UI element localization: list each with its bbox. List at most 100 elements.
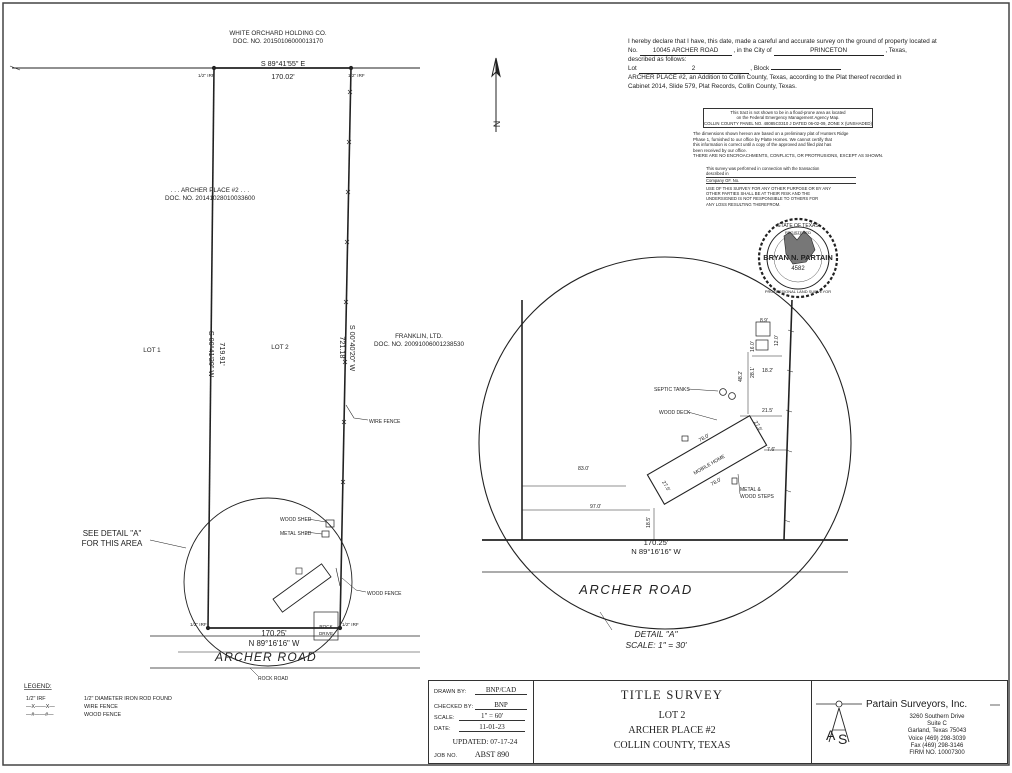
dim-12: 12.0' xyxy=(774,335,780,346)
dim-78b: 78.0' xyxy=(710,477,723,488)
rock-road-label: ROCK ROAD xyxy=(258,676,289,682)
job-no-label: JOB NO. xyxy=(434,753,458,759)
firm-address-2: Suite C xyxy=(927,721,947,728)
wire-fence-marks xyxy=(340,89,353,485)
title-block-center: TITLE SURVEY LOT 2 ARCHER PLACE #2 COLLI… xyxy=(533,681,812,763)
wood-deck-shape xyxy=(681,435,689,442)
north-bearing: S 89°41'55" E xyxy=(261,59,306,68)
legend-desc-irf: 1/2" DIAMETER IRON ROD FOUND xyxy=(84,696,172,702)
cert-legal-2: Cabinet 2014, Slide 579, Plat Records, C… xyxy=(628,82,797,90)
detail-circle xyxy=(478,256,852,630)
notes-line-3: this information is correct until a copy… xyxy=(693,142,832,148)
seal-side-text: REGISTERED xyxy=(785,230,811,235)
dim-27a: 27.5' xyxy=(660,480,671,493)
steps-shape xyxy=(731,477,738,485)
use-line-4: USE OF THIS SURVEY FOR ANY OTHER PURPOSE… xyxy=(706,185,832,191)
plan-road-name: ARCHER ROAD xyxy=(214,650,317,664)
lot1-label: LOT 1 xyxy=(143,347,161,354)
use-line-1: This survey was performed in connection … xyxy=(706,166,820,171)
legend-symbol-irf: 1/2" IRF xyxy=(26,696,46,702)
flood-note-box: This tract is not shown to be in a flood… xyxy=(703,108,873,129)
east-bearing: S 00°40'20" W xyxy=(348,325,357,372)
legend-desc-wood: WOOD FENCE xyxy=(84,712,122,718)
svg-text:A: A xyxy=(826,727,836,743)
detail-a xyxy=(478,256,852,631)
plat-notes: The dimensions shown hereon are based on… xyxy=(693,131,889,159)
seal-bottom-text: PROFESSIONAL LAND SURVEYOR xyxy=(765,289,831,294)
south-bearing: N 89°16'16" W xyxy=(249,639,300,648)
detail-caption-scale: SCALE: 1" = 30' xyxy=(625,640,686,650)
septic-label: SEPTIC TANKS xyxy=(654,387,690,393)
flood-line-1: This tract is not shown to be in a flood… xyxy=(730,110,846,115)
notes-line-1: The dimensions shown hereon are based on… xyxy=(693,131,849,136)
drawn-by-value: BNP/CAD xyxy=(475,686,527,695)
flood-line-2: on the Federal Emergency Management Agen… xyxy=(736,115,840,121)
east-distance: 721.18' xyxy=(338,336,347,360)
cert-no-prefix: No. xyxy=(628,46,638,54)
checked-by-value: BNP xyxy=(475,701,527,710)
detail-road-name: ARCHER ROAD xyxy=(578,582,693,597)
surveyor-seal: BRYAN N. PARTAIN 4582 STATE OF TEXAS PRO… xyxy=(757,217,839,299)
date-label: DATE: xyxy=(434,726,451,732)
north-distance: 170.02' xyxy=(271,72,295,81)
title-block-firm: Partain Surveyors, Inc. 3260 Southern Dr… xyxy=(811,681,1007,763)
septic-tank-1 xyxy=(719,388,727,396)
cert-state: , Texas, xyxy=(885,46,907,54)
partain-logo-icon: A S xyxy=(816,700,1000,747)
dim-27b: 27.5' xyxy=(752,420,763,433)
north-owner-doc: DOC. NO. 20150106000013170 xyxy=(233,38,323,45)
job-no-value: ABST 890 xyxy=(474,750,510,759)
legend-symbol-wood: —#——#— xyxy=(26,712,54,718)
dim-83: 83.0' xyxy=(578,466,589,472)
see-detail-line2: FOR THIS AREA xyxy=(82,539,143,548)
south-distance: 170.25' xyxy=(261,629,287,638)
metal-shed-detail xyxy=(755,339,769,351)
dim-7: 7.6' xyxy=(767,447,775,453)
use-line-6: UNDERSIGNED IS NOT RESPONSIBLE TO OTHERS… xyxy=(706,196,819,202)
east-owner-name: FRANKLIN, LTD. xyxy=(395,333,443,340)
seal-number: 4582 xyxy=(791,266,805,272)
west-distance: 719.91' xyxy=(218,342,227,366)
firm-name: Partain Surveyors, Inc. xyxy=(866,699,968,710)
mobile-home-small xyxy=(272,563,332,613)
detail-south-distance: 170.25' xyxy=(644,538,669,547)
seal-name: BRYAN N. PARTAIN xyxy=(763,253,833,262)
cert-lot-value: 2 xyxy=(638,65,749,75)
dim-97: 97.0' xyxy=(590,504,601,510)
steps-label-2: WOOD STEPS xyxy=(740,494,775,500)
cert-city-prefix: , in the City of xyxy=(733,46,772,54)
main-plan xyxy=(9,65,420,677)
cert-address: 10045 ARCHER ROAD xyxy=(639,47,732,57)
rock-drive-line2: DRIVE xyxy=(319,631,333,636)
use-line-5: OTHER PARTIES SHALL BE AT THEIR RISK AND… xyxy=(706,191,811,197)
cert-lot-prefix: Lot xyxy=(628,64,637,72)
use-line-7: ANY LOSS RESULTING THEREFROM. xyxy=(706,201,781,207)
survey-title: TITLE SURVEY xyxy=(620,688,724,702)
seal-top-text: STATE OF TEXAS xyxy=(777,223,819,229)
cert-block-value xyxy=(770,68,841,70)
west-owner-name: . . . ARCHER PLACE #2 . . . xyxy=(171,187,250,194)
use-line-3: Company GF. No. xyxy=(706,178,856,184)
wood-fence-label: WOOD FENCE xyxy=(367,591,402,597)
metal-shed-label: METAL SHED xyxy=(280,531,312,537)
west-bearing: S 00°41'29" W xyxy=(207,331,216,378)
notes-line-5: THERE ARE NO ENCROACHMENTS, CONFLICTS, O… xyxy=(693,153,884,159)
mobile-home-label: MOBILE HOME xyxy=(693,453,727,476)
survey-lot: LOT 2 xyxy=(658,710,686,721)
flood-line-3: COLLIN COUNTY PANEL NO. 48085C0310 J DAT… xyxy=(704,120,872,126)
firm-city: Garland, Texas 75043 xyxy=(907,728,967,735)
cert-city: PRINCETON xyxy=(773,47,884,57)
checked-by-label: CHECKED BY: xyxy=(434,704,474,710)
north-owner-name: WHITE ORCHARD HOLDING CO. xyxy=(229,30,327,37)
title-block: DRAWN BY: BNP/CAD CHECKED BY: BNP SCALE:… xyxy=(428,680,1008,764)
cert-block-prefix: , Block xyxy=(750,64,770,72)
survey-subdivision: ARCHER PLACE #2 xyxy=(628,725,716,736)
firm-number: FIRM NO. 10007300 xyxy=(909,750,965,757)
west-boundary-line xyxy=(207,67,215,629)
survey-county: COLLIN COUNTY, TEXAS xyxy=(613,740,731,751)
use-disclaimer: This survey was performed in connection … xyxy=(706,166,866,207)
use-line-2: described in xyxy=(706,171,856,178)
